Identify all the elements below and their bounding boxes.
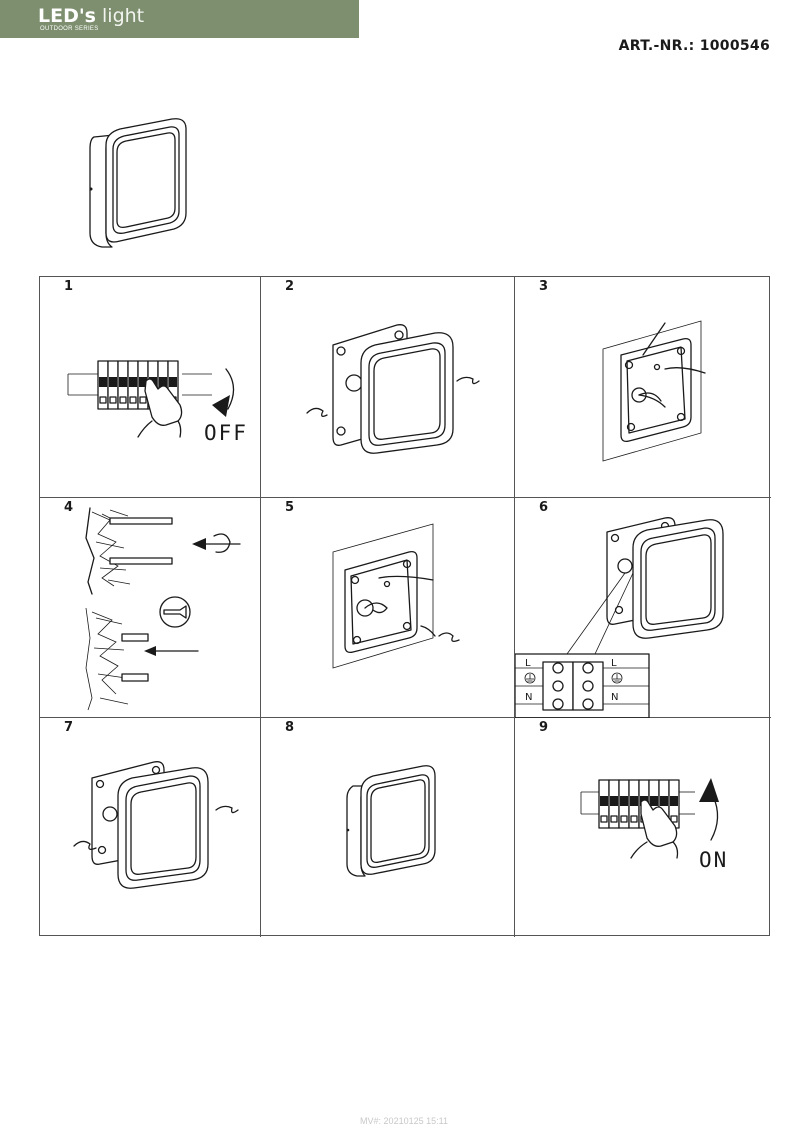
- brand-title-light: light: [95, 5, 145, 27]
- terminal-l-in: L: [525, 658, 531, 669]
- luminaire-icon: [89, 118, 187, 248]
- terminal-n-out: N: [611, 692, 618, 703]
- step-number: 1: [64, 279, 74, 294]
- ground-icon: [524, 672, 623, 684]
- step-3: 3: [515, 277, 771, 498]
- luminaire-icon: [73, 761, 239, 889]
- step-number: 5: [285, 500, 295, 515]
- on-label: ON: [699, 848, 729, 872]
- step-8: 8: [261, 718, 515, 937]
- brand-logo: LED's light: [38, 6, 144, 26]
- wiring-diagram: L N L N: [515, 517, 724, 718]
- step-number: 7: [64, 720, 74, 735]
- step-6: 6: [515, 498, 771, 718]
- terminal-n-in: N: [525, 692, 532, 703]
- step-number: 6: [539, 500, 549, 515]
- brand-title-bold: LED's: [38, 5, 96, 27]
- terminal-l-out: L: [611, 658, 617, 669]
- step-9: 9 ON: [515, 718, 771, 937]
- step-number: 3: [539, 279, 549, 294]
- mounting-base-icon: [602, 320, 706, 462]
- step-2: 2: [261, 277, 515, 498]
- brand-bar: LED's light OUTDOOR SERIES: [0, 0, 359, 38]
- step-4: 4: [40, 498, 261, 718]
- luminaire-icon: [346, 765, 436, 877]
- drill-icon: [85, 507, 241, 711]
- circuit-breaker-icon: [67, 360, 235, 438]
- mounting-base-icon: [332, 523, 460, 669]
- circuit-breaker-icon: [580, 778, 719, 859]
- step-number: 2: [285, 279, 295, 294]
- instruction-grid: 1 OFF 2: [39, 276, 771, 937]
- article-number: ART.-NR.: 1000546: [618, 38, 770, 54]
- step-5: 5: [261, 498, 515, 718]
- step-number: 8: [285, 720, 295, 735]
- luminaire-icon: [306, 324, 480, 454]
- step-number: 4: [64, 500, 74, 515]
- step-number: 9: [539, 720, 549, 735]
- version-footer: MV#: 20210125 15:11: [360, 1116, 448, 1126]
- brand-subtitle: OUTDOOR SERIES: [40, 26, 99, 32]
- step-1: 1 OFF: [40, 277, 261, 498]
- off-label: OFF: [204, 421, 248, 445]
- step-7: 7: [40, 718, 261, 937]
